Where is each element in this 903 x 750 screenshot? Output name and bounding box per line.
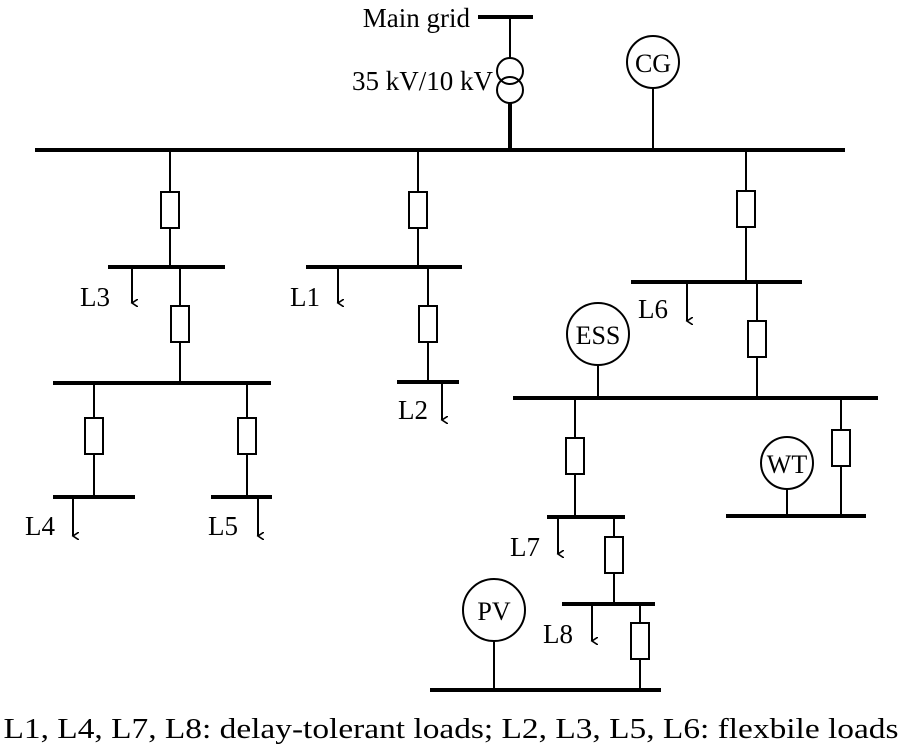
load-label-l8: L8: [543, 619, 573, 649]
cg-generator: [626, 35, 680, 150]
line-impedance: [630, 622, 650, 660]
line-impedance: [565, 437, 585, 475]
line-impedance: [604, 536, 624, 574]
line-impedance: [747, 320, 767, 358]
line-impedance: [831, 429, 851, 467]
wt-label: WT: [767, 450, 808, 479]
main-grid-label: Main grid: [363, 3, 471, 33]
pv-label: PV: [477, 597, 510, 626]
load-label-l5: L5: [208, 511, 238, 541]
load-label-l4: L4: [25, 511, 55, 541]
line-impedance: [160, 191, 180, 229]
ess-label: ESS: [576, 321, 621, 350]
load-label-l6: L6: [638, 294, 668, 324]
cg-label: CG: [635, 49, 671, 78]
transformer-rating-label: 35 kV/10 kV: [352, 66, 494, 96]
load-label-l3: L3: [80, 282, 110, 312]
wt-generator: [760, 436, 814, 516]
line-impedance: [736, 190, 756, 228]
line-impedance: [170, 305, 190, 343]
load-label-l7: L7: [510, 532, 540, 562]
line-impedance: [84, 417, 104, 455]
pv-generator: [462, 578, 526, 690]
transformer-icon: [496, 57, 524, 104]
load-label-l1: L1: [290, 282, 320, 312]
ess-storage: [566, 302, 630, 398]
diagram-caption: L1, L4, L7, L8: delay-tolerant loads; L2…: [4, 713, 899, 745]
line-impedance: [418, 305, 438, 343]
line-impedance: [408, 191, 428, 229]
load-label-l2: L2: [398, 395, 428, 425]
line-impedance: [237, 417, 257, 455]
